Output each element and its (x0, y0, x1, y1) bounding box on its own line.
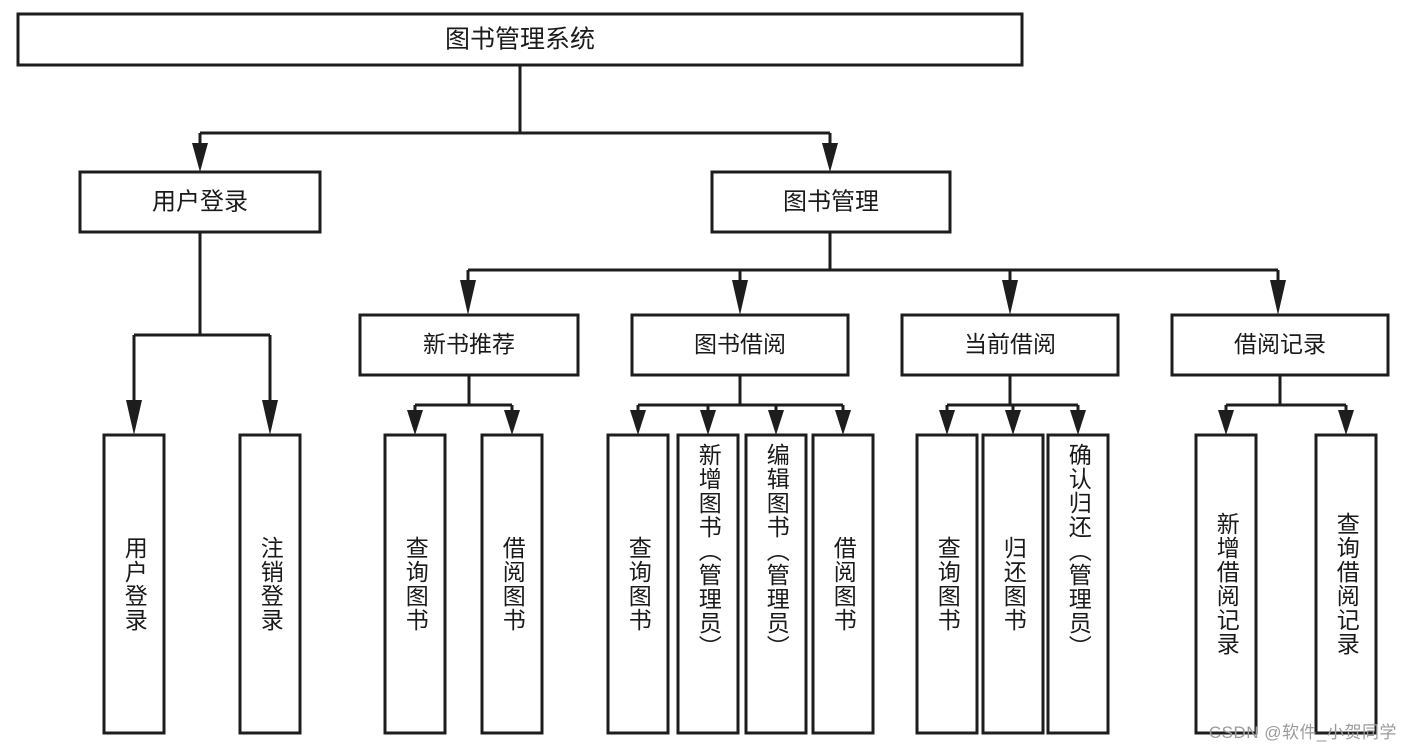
leaf-rect-query-record[interactable] (1314, 433, 1378, 735)
connector-layer (126, 65, 1354, 435)
arrowhead-leaf-edit-book (768, 410, 784, 435)
node-book-management-rect[interactable] (710, 170, 952, 234)
leaf-rect-edit-book[interactable] (744, 433, 808, 735)
arrowhead-leaf-query-book-2 (630, 410, 646, 435)
arrowhead-leaf-query-record (1338, 410, 1354, 435)
arrowhead-newbook (460, 280, 476, 315)
leaf-rect-return-book[interactable] (981, 433, 1045, 735)
arrowhead-leaf-add-book (700, 410, 716, 435)
node-new-book-recommend-rect[interactable] (358, 313, 580, 377)
leaf-rect-add-book[interactable] (676, 433, 740, 735)
arrowhead-book-manage (822, 143, 838, 172)
leaf-rect-borrow-book-1[interactable] (480, 433, 544, 735)
arrowhead-leaf-query-book-1 (407, 410, 423, 435)
node-borrow-records-label: 借阅记录 (1234, 331, 1326, 357)
leaf-rect-logout-login[interactable] (238, 433, 302, 735)
node-book-management-label: 图书管理 (783, 188, 879, 215)
leaf-rect-user-login[interactable] (102, 433, 166, 735)
arrowhead-leaf-borrow-book-2 (835, 410, 851, 435)
arrowhead-leaf-logout-login (262, 400, 278, 435)
node-borrow-records-rect[interactable] (1170, 313, 1390, 377)
node-user-login-rect[interactable] (78, 170, 322, 234)
leaf-layer (102, 433, 1378, 735)
leaf-rect-borrow-book-2[interactable] (811, 433, 875, 735)
arrowhead-leaf-query-book-3 (939, 410, 955, 435)
arrowhead-records (1270, 280, 1286, 315)
csdn-watermark: CSDN @软件_小贺同学 (1208, 723, 1397, 742)
arrowhead-leaf-user-login (126, 400, 142, 435)
node-root-system[interactable]: 图书管理系统 (16, 12, 1024, 67)
node-current-borrow-rect[interactable] (900, 313, 1120, 377)
arrowhead-leaf-borrow-book-1 (504, 410, 520, 435)
arrowhead-leaf-return-book (1005, 410, 1021, 435)
leaf-rect-add-record[interactable] (1194, 433, 1258, 735)
node-current-borrow[interactable]: 当前借阅 (900, 313, 1120, 377)
arrowhead-user-login (192, 143, 208, 172)
leaf-rect-query-book-3[interactable] (915, 433, 979, 735)
node-new-book-recommend-label: 新书推荐 (423, 331, 515, 357)
node-root-label: 图书管理系统 (445, 26, 595, 54)
node-current-borrow-label: 当前借阅 (964, 331, 1056, 357)
leaf-rect-confirm-return[interactable] (1046, 433, 1110, 735)
node-book-borrow-label: 图书借阅 (694, 331, 786, 357)
node-user-login-label: 用户登录 (152, 188, 248, 215)
node-book-management[interactable]: 图书管理 (710, 170, 952, 234)
node-borrow-records[interactable]: 借阅记录 (1170, 313, 1390, 377)
node-book-borrow-rect[interactable] (630, 313, 850, 377)
node-new-book-recommend[interactable]: 新书推荐 (358, 313, 580, 377)
node-root-rect[interactable] (16, 12, 1024, 67)
node-user-login[interactable]: 用户登录 (78, 170, 322, 234)
arrowhead-leaf-confirm-return (1070, 410, 1086, 435)
leaf-rect-query-book-2[interactable] (606, 433, 670, 735)
arrowhead-current (1002, 280, 1018, 315)
arrowhead-borrow (732, 280, 748, 315)
arrowhead-leaf-add-record (1218, 410, 1234, 435)
leaf-rect-query-book-1[interactable] (383, 433, 447, 735)
node-book-borrow[interactable]: 图书借阅 (630, 313, 850, 377)
